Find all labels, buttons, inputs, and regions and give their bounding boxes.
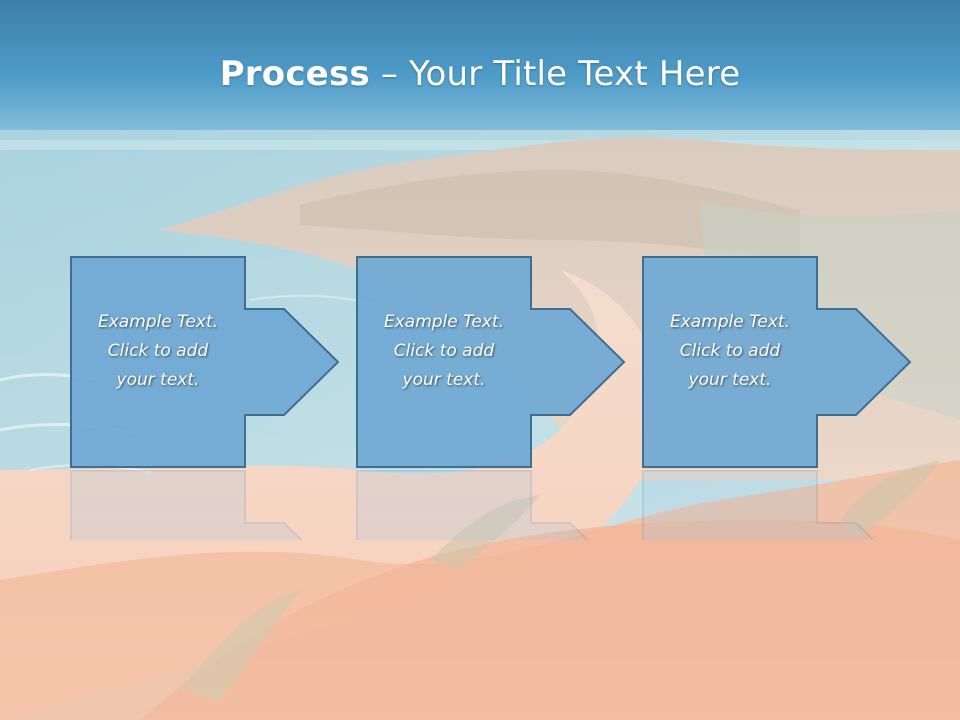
step-2-reflection bbox=[356, 470, 646, 540]
process-step-1[interactable]: Example Text. Click to add your text. bbox=[70, 256, 360, 468]
step-1-text[interactable]: Example Text. Click to add your text. bbox=[97, 312, 219, 390]
title-rest-part: – Your Title Text Here bbox=[369, 54, 741, 94]
step-2-text[interactable]: Example Text. Click to add your text. bbox=[383, 312, 505, 390]
step-3-text[interactable]: Example Text. Click to add your text. bbox=[669, 312, 791, 390]
step-3-reflection bbox=[642, 470, 932, 540]
arrow-box-shape bbox=[356, 256, 626, 468]
step-1-reflection bbox=[70, 470, 360, 540]
arrow-box-shape bbox=[642, 256, 912, 468]
title-bold-part: Process bbox=[219, 54, 370, 94]
process-step-3[interactable]: Example Text. Click to add your text. bbox=[642, 256, 932, 468]
process-step-2[interactable]: Example Text. Click to add your text. bbox=[356, 256, 646, 468]
arrow-box-shape bbox=[70, 256, 340, 468]
slide-title[interactable]: Process – Your Title Text Here bbox=[0, 52, 960, 96]
